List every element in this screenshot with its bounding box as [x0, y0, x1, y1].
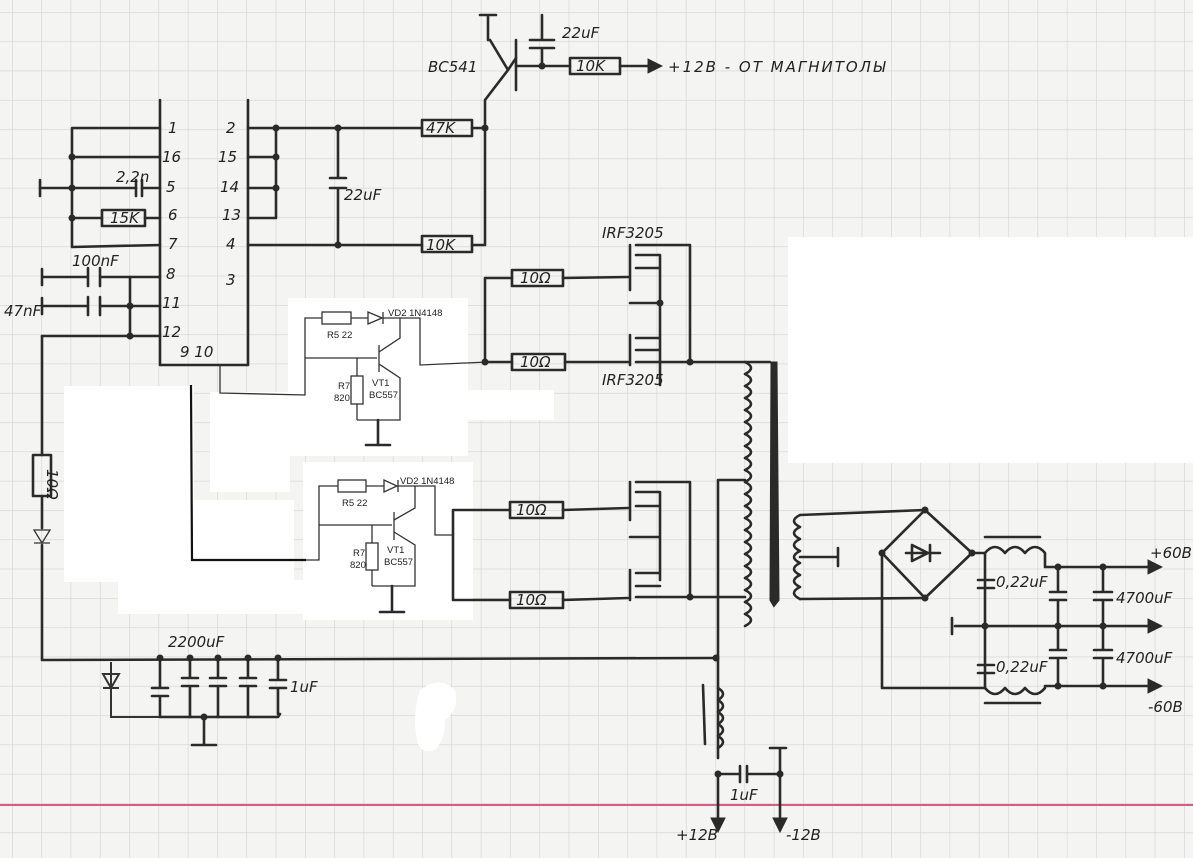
ic-right-pin-labels: 2 15 14 13 4 3 — [218, 119, 241, 289]
film-input-cap-label: 1uF — [290, 678, 318, 696]
gate-res-1-label: 10Ω — [520, 269, 551, 287]
res-10k-label: 10K — [426, 236, 456, 254]
pin-5-label: 5 — [166, 178, 176, 196]
ic-left-wiring — [31, 126, 718, 662]
top-res-label: 10K — [576, 57, 606, 75]
driver1-vt1-label: VT1 — [372, 378, 389, 389]
driver2-r7-label: R7 — [353, 548, 365, 559]
driver1-r7-label: R7 — [338, 381, 350, 392]
cap-pin8-label: 100nF — [72, 252, 119, 270]
pin-3-label: 3 — [226, 271, 236, 289]
pin-6-label: 6 — [168, 206, 178, 224]
res-left-10ohm — [31, 453, 53, 498]
gate-res-3-label: 10Ω — [516, 501, 547, 519]
input-filter — [701, 683, 786, 830]
ic-left-pin-labels: 1 16 5 6 7 8 11 12 — [162, 119, 181, 341]
pin-2-label: 2 — [226, 119, 236, 137]
pin-1-label: 1 — [168, 119, 178, 137]
driver2-bc557-label: BC557 — [384, 557, 413, 568]
bulk-cap-bottom-label: 4700uF — [1116, 649, 1173, 667]
bc541-label: BC541 — [428, 58, 477, 76]
gate-res-2-label: 10Ω — [520, 353, 551, 371]
driver1-r5-label: R5 22 — [327, 330, 352, 341]
pin-13-label: 13 — [222, 206, 241, 224]
pwm-ic: 1 16 5 6 7 8 11 12 2 15 14 13 4 3 9 10 — [158, 98, 250, 367]
pin-11-label: 11 — [162, 294, 181, 312]
pin-7-label: 7 — [168, 235, 178, 253]
pin-4-label: 4 — [226, 235, 236, 253]
pin-15-label: 15 — [218, 148, 237, 166]
transformer — [712, 360, 927, 760]
supply-label: +12В - ОТ МАГНИТОЛЫ — [668, 58, 887, 76]
bulk-input-cap-label: 2200uF — [168, 633, 225, 651]
input-neg-label: -12В — [786, 826, 821, 844]
mosfet-pair-2 — [451, 480, 747, 610]
res-left-label: 10Ω — [43, 469, 61, 500]
input-caps — [101, 654, 288, 747]
driver-2 — [189, 384, 453, 614]
pin-9-10-label: 9 10 — [180, 343, 213, 361]
res-47k-label: 47K — [426, 119, 456, 137]
driver2-vd2-label: VD2 1N4148 — [400, 476, 454, 487]
driver1-vd2-label: VD2 1N4148 — [388, 308, 442, 319]
top-cap-label: 22uF — [562, 24, 600, 42]
input-filter-cap-label: 1uF — [730, 786, 758, 804]
snubber-cap-top-label: 0,22uF — [996, 573, 1048, 591]
mosfet-bottom-label: IRF3205 — [602, 371, 664, 389]
driver2-r5-label: R5 22 — [342, 498, 367, 509]
driver1-bc557-label: BC557 — [369, 390, 398, 401]
mid-cap-label: 22uF — [344, 186, 382, 204]
ic-right-wiring — [246, 13, 660, 254]
driver2-vt1-label: VT1 — [387, 545, 404, 556]
driver1-r7-value: 820 — [334, 393, 350, 404]
pin-8-label: 8 — [166, 265, 176, 283]
cap-pin11-label: 47nF — [4, 302, 42, 320]
bulk-cap-top-label: 4700uF — [1116, 589, 1173, 607]
output-pos-label: +60В — [1150, 544, 1192, 562]
pin-12-label: 12 — [162, 323, 181, 341]
white-patches — [64, 237, 1193, 752]
input-pos-label: +12В — [676, 826, 718, 844]
gate-res-4-label: 10Ω — [516, 591, 547, 609]
cap-pin5-label: 2,2n — [116, 168, 149, 186]
res-pin6-label: 15K — [110, 209, 140, 227]
output-filter — [950, 535, 1164, 705]
pin-14-label: 14 — [220, 178, 239, 196]
mosfet-pair-1 — [481, 243, 772, 387]
driver2-r7-value: 820 — [350, 560, 366, 571]
pin-16-label: 16 — [162, 148, 181, 166]
output-neg-label: -60В — [1148, 698, 1183, 716]
driver-1 — [219, 311, 489, 447]
mosfet-top-label: IRF3205 — [602, 224, 664, 242]
snubber-cap-bottom-label: 0,22uF — [996, 658, 1048, 676]
